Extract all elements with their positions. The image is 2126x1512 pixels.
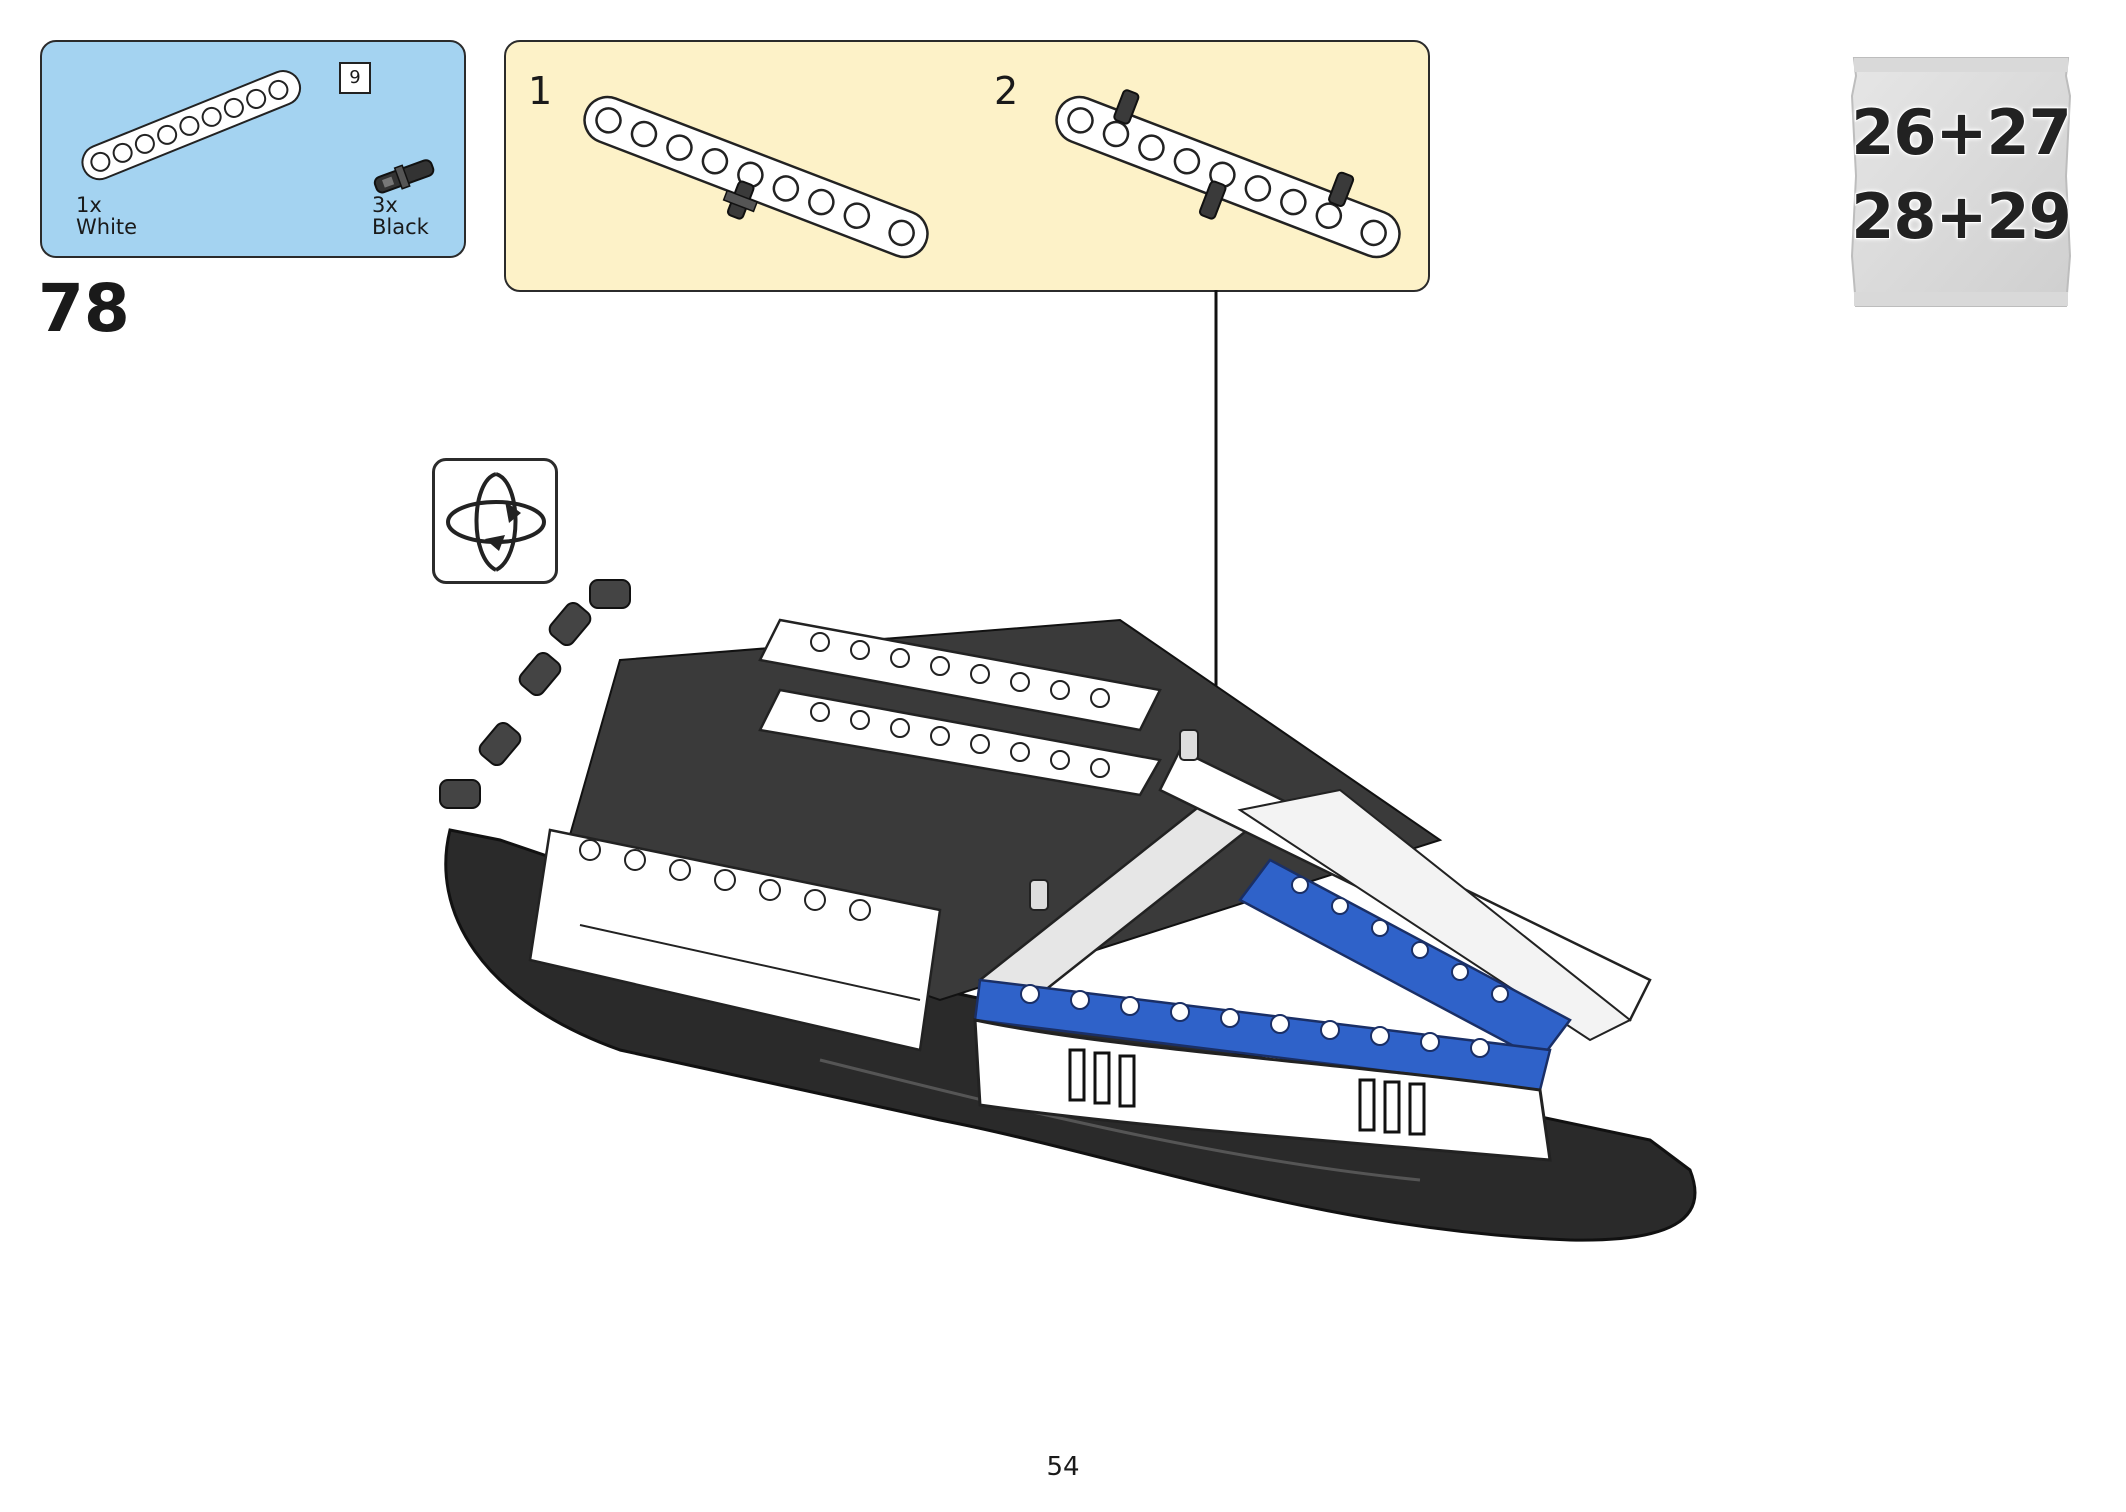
parts-list-box: 9 1x White 3x Black xyxy=(40,40,466,258)
bag-icon xyxy=(1850,57,2072,307)
white-beam-9-icon xyxy=(81,70,302,181)
rotate-model-icon xyxy=(432,458,558,584)
substep-2-illustration xyxy=(1055,89,1401,259)
substep-number-2: 2 xyxy=(994,69,1019,113)
part-color: Black xyxy=(372,215,429,239)
black-connector-pin-icon xyxy=(373,159,435,194)
boat-model-illustration xyxy=(439,579,1697,1242)
part-quantity: 1x xyxy=(76,193,102,217)
part-label-white-beam: 1x White xyxy=(76,194,137,238)
parts-bag-badge: 26+27 28+29 xyxy=(1850,56,2073,308)
beam-length-tag: 9 xyxy=(339,62,371,94)
step-number: 78 xyxy=(38,270,130,347)
part-color: White xyxy=(76,215,138,239)
substep-number-1: 1 xyxy=(528,69,553,113)
subassembly-box: 1 2 xyxy=(504,40,1430,292)
substep-1-illustration xyxy=(583,95,929,259)
part-label-black-pin: 3x Black xyxy=(372,194,429,238)
bag-numbers-line2: 28+29 xyxy=(1850,179,2073,254)
page-number: 54 xyxy=(1046,1452,1080,1482)
part-quantity: 3x xyxy=(372,193,398,217)
bag-numbers-line1: 26+27 xyxy=(1850,95,2073,170)
